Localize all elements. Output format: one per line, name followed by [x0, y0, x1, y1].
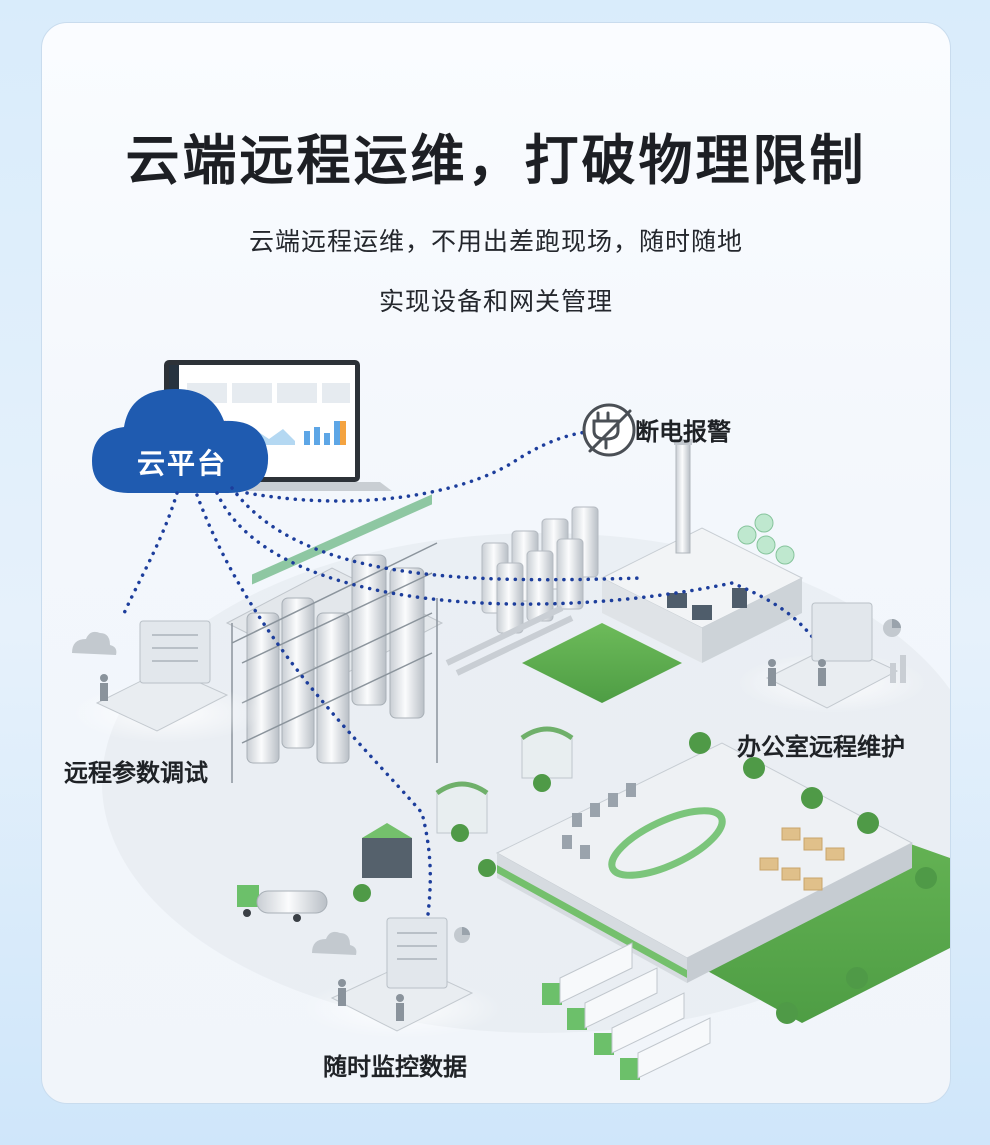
silo-tower-left — [225, 494, 444, 783]
poster-card: 云端远程运维，打破物理限制 云端远程运维，不用出差跑现场，随时随地 实现设备和网… — [41, 22, 951, 1104]
station-monitoring — [302, 917, 502, 1038]
callout-remote-tuning: 远程参数调试 — [64, 759, 208, 787]
small-buildings — [362, 726, 574, 878]
pie-chart-icon — [883, 619, 901, 637]
connection-lines — [120, 429, 819, 925]
station-office — [737, 602, 927, 713]
person-icon — [338, 979, 404, 1021]
trees — [353, 732, 937, 1024]
subtitle-line-1: 云端远程运维，不用出差跑现场，随时随地 — [248, 227, 743, 256]
cloud-platform-label: 云平台 — [136, 447, 227, 480]
callout-power-alarm: 断电报警 — [635, 418, 731, 446]
callout-office-maintenance: 办公室远程维护 — [737, 733, 905, 761]
page-title: 云端远程运维，打破物理限制 — [125, 129, 867, 192]
station-remote-tuning — [72, 620, 262, 743]
person-icon — [100, 674, 108, 701]
pie-chart-icon — [454, 927, 470, 943]
delivery-trucks — [542, 942, 711, 1080]
subtitle-line-2: 实现设备和网关管理 — [378, 287, 613, 316]
power-off-icon — [582, 403, 636, 457]
callout-monitoring: 随时监控数据 — [323, 1053, 467, 1081]
cloud-icon — [92, 389, 269, 493]
person-icon — [768, 659, 826, 686]
tanker-truck — [237, 885, 328, 922]
factory-scene — [72, 360, 950, 1080]
silo-cluster-mid — [445, 506, 599, 676]
